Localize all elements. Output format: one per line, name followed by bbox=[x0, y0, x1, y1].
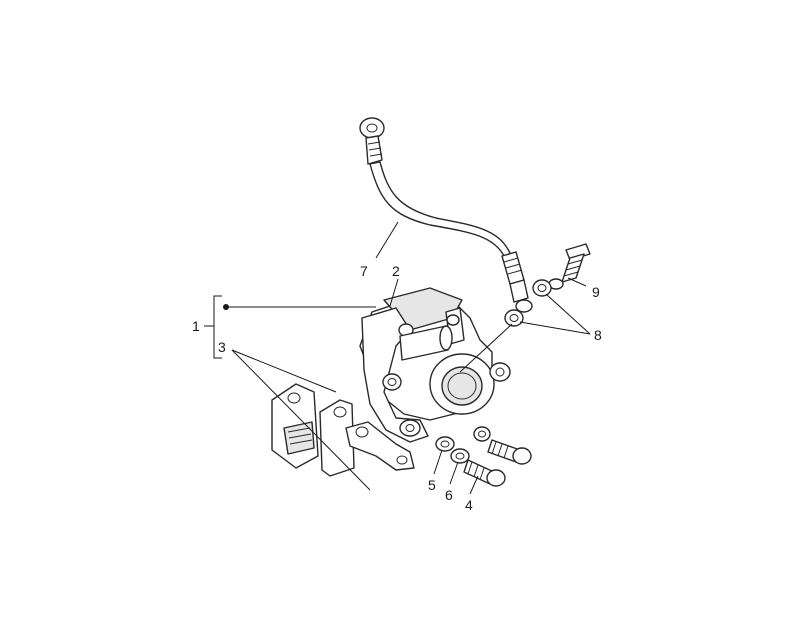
callout-6: 6 bbox=[445, 487, 453, 503]
callout-3: 3 bbox=[218, 339, 226, 355]
washers-small bbox=[435, 426, 491, 464]
callout-1: 1 bbox=[192, 318, 200, 334]
callout-4: 4 bbox=[465, 497, 473, 513]
leader-lines bbox=[204, 221, 591, 495]
callout-7: 7 bbox=[360, 263, 368, 279]
callout-9: 9 bbox=[592, 284, 600, 300]
copper-washers bbox=[504, 279, 552, 327]
callout-8: 8 bbox=[594, 327, 602, 343]
callout-2: 2 bbox=[392, 263, 400, 279]
brake-caliper bbox=[359, 287, 511, 443]
brake-pads bbox=[271, 383, 415, 477]
banjo-bolt bbox=[548, 243, 591, 290]
brake-hose bbox=[359, 117, 533, 313]
callout-5: 5 bbox=[428, 477, 436, 493]
mounting-bolts bbox=[463, 439, 532, 487]
